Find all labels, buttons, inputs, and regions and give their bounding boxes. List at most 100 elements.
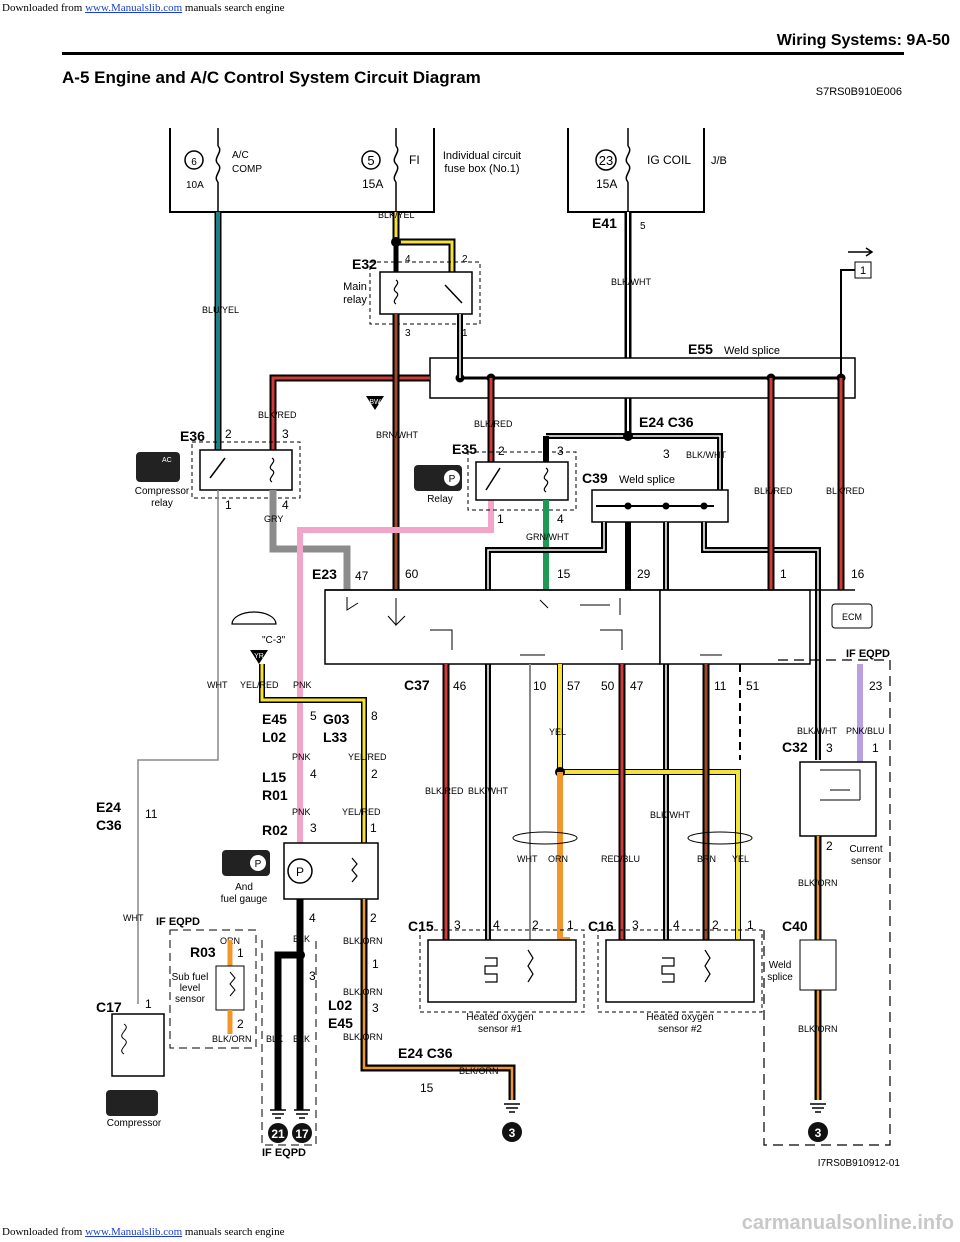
manualslib-link[interactable]: www.Manualslib.com <box>85 2 183 14</box>
svg-text:YEL/RED: YEL/RED <box>240 680 279 690</box>
svg-text:5: 5 <box>640 221 646 232</box>
svg-text:Heated oxygen: Heated oxygen <box>466 1012 533 1023</box>
svg-text:51: 51 <box>746 679 760 693</box>
svg-text:IF EQPD: IF EQPD <box>262 1147 306 1159</box>
svg-text:E24 C36: E24 C36 <box>639 414 694 430</box>
download-banner: Downloaded from www.Manualslib.com manua… <box>2 2 285 14</box>
manualslib-footer-link[interactable]: www.Manualslib.com <box>85 1226 183 1238</box>
svg-text:1: 1 <box>872 741 879 755</box>
svg-text:R02: R02 <box>262 822 288 838</box>
svg-text:RED/BLU: RED/BLU <box>601 854 640 864</box>
svg-text:4: 4 <box>282 498 289 512</box>
section-title: Wiring Systems: <box>776 32 902 49</box>
svg-text:BLK/RED: BLK/RED <box>425 786 464 796</box>
ac-icon <box>136 452 180 482</box>
svg-text:47: 47 <box>355 569 369 583</box>
svg-text:3: 3 <box>557 444 564 458</box>
svg-text:ECM: ECM <box>842 612 862 622</box>
svg-text:ORN: ORN <box>548 854 568 864</box>
svg-text:C16: C16 <box>588 918 614 934</box>
svg-text:P: P <box>255 859 262 870</box>
svg-text:2: 2 <box>532 918 539 932</box>
bw-marker <box>366 396 384 410</box>
svg-text:level: level <box>180 983 201 994</box>
svg-text:L15: L15 <box>262 769 286 785</box>
svg-text:1: 1 <box>567 918 574 932</box>
doc-code: S7RS0B910E006 <box>815 86 902 98</box>
svg-text:BLK/ORN: BLK/ORN <box>343 987 383 997</box>
ecm-block <box>324 589 661 665</box>
svg-text:16: 16 <box>851 567 865 581</box>
ground-3-a <box>502 1122 522 1142</box>
svg-text:J/B: J/B <box>711 155 727 167</box>
svg-text:4: 4 <box>310 767 317 781</box>
svg-text:C36: C36 <box>96 817 122 833</box>
svg-text:E45: E45 <box>262 711 287 727</box>
svg-text:47: 47 <box>630 679 644 693</box>
svg-text:WHT: WHT <box>207 680 228 690</box>
svg-text:R01: R01 <box>262 787 288 803</box>
svg-text:fuel gauge: fuel gauge <box>221 894 268 905</box>
svg-text:C15: C15 <box>408 918 434 934</box>
heated-o2-sensor-2 <box>605 939 755 1003</box>
svg-text:PNK: PNK <box>292 752 311 762</box>
svg-text:And: And <box>235 882 253 893</box>
svg-text:BLK/ORN: BLK/ORN <box>798 1024 838 1034</box>
svg-text:Compressor: Compressor <box>135 486 190 497</box>
svg-text:COMP: COMP <box>232 164 262 175</box>
svg-text:2: 2 <box>371 767 378 781</box>
svg-text:relay: relay <box>343 294 367 306</box>
svg-text:IF EQPD: IF EQPD <box>846 648 890 660</box>
svg-text:1: 1 <box>462 328 468 339</box>
svg-text:3: 3 <box>309 969 316 983</box>
svg-text:Relay: Relay <box>427 494 453 505</box>
svg-text:E24: E24 <box>96 799 121 815</box>
svg-text:PNK: PNK <box>292 807 311 817</box>
fuse-6-symbol <box>215 128 221 212</box>
svg-text:G03: G03 <box>323 711 350 727</box>
svg-text:C39: C39 <box>582 470 608 486</box>
svg-text:GRY: GRY <box>264 514 283 524</box>
fuse-23-badge <box>595 149 617 171</box>
figure-code: I7RS0B910912-01 <box>817 1158 900 1169</box>
svg-text:3: 3 <box>826 741 833 755</box>
svg-text:YEL: YEL <box>732 854 749 864</box>
svg-text:57: 57 <box>567 679 581 693</box>
svg-text:BLK/WHT: BLK/WHT <box>686 450 727 460</box>
svg-text:E23: E23 <box>312 566 337 582</box>
svg-text:8: 8 <box>371 709 378 723</box>
svg-text:15A: 15A <box>596 177 617 191</box>
svg-text:relay: relay <box>151 498 173 509</box>
svg-text:15: 15 <box>420 1081 434 1095</box>
svg-text:BLK: BLK <box>266 1034 283 1044</box>
svg-text:BLK/ORN: BLK/ORN <box>343 1032 383 1042</box>
svg-text:Sub fuel: Sub fuel <box>172 972 209 983</box>
svg-text:Weld: Weld <box>769 960 792 971</box>
svg-text:PNK: PNK <box>293 680 312 690</box>
svg-text:BLK/RED: BLK/RED <box>474 419 513 429</box>
svg-text:L33: L33 <box>323 729 347 745</box>
svg-text:BLK/ORN: BLK/ORN <box>212 1034 252 1044</box>
svg-text:2: 2 <box>712 918 719 932</box>
svg-text:2: 2 <box>498 444 505 458</box>
svg-text:fuse box (No.1): fuse box (No.1) <box>444 163 519 175</box>
svg-text:sensor: sensor <box>851 856 882 867</box>
svg-text:BRN/WHT: BRN/WHT <box>376 430 418 440</box>
ref-box-1 <box>854 261 872 279</box>
svg-text:3: 3 <box>372 1001 379 1015</box>
svg-text:A/C: A/C <box>232 150 249 161</box>
yr-marker <box>250 650 268 664</box>
watermark: carmanualsonline.info <box>741 1212 954 1234</box>
page-number: 9A-50 <box>906 32 950 49</box>
svg-text:YEL: YEL <box>549 727 566 737</box>
svg-text:E55: E55 <box>688 341 713 357</box>
svg-text:2: 2 <box>462 254 468 265</box>
heated-o2-sensor-1 <box>427 939 577 1003</box>
svg-text:P: P <box>296 865 304 879</box>
svg-text:YEL/RED: YEL/RED <box>348 752 387 762</box>
svg-text:1: 1 <box>780 567 787 581</box>
svg-text:BLK: BLK <box>293 934 310 944</box>
svg-text:4: 4 <box>493 918 500 932</box>
svg-text:BLK/WHT: BLK/WHT <box>468 786 509 796</box>
